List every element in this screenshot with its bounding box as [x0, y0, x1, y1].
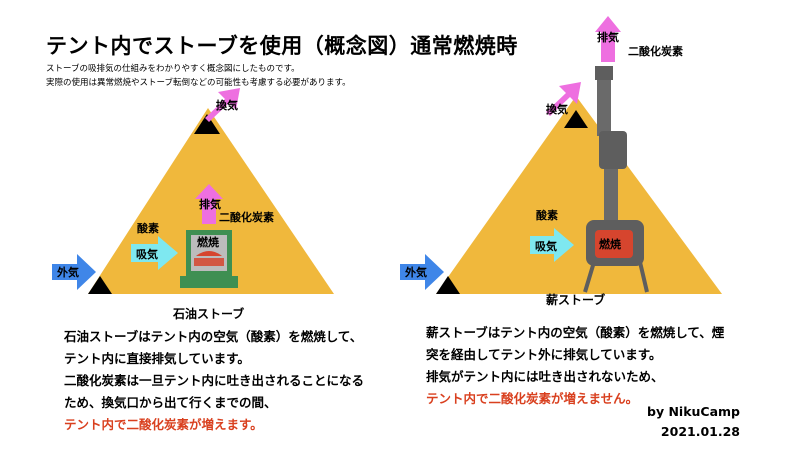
combustion-label: 燃焼	[598, 237, 621, 251]
page-title: テント内でストーブを使用（概念図）通常燃焼時	[46, 34, 518, 58]
co2-label: 二酸化炭素	[628, 44, 683, 58]
note-line: ストーブの吸排気の仕組みをわかりやすく概念図にしたものです。	[46, 64, 300, 74]
description-line: 突を経由してテント外に排気しています。	[426, 347, 662, 362]
description-highlight: テント内で二酸化炭素が増えます。	[64, 417, 263, 432]
exhaust-label: 排気	[597, 30, 619, 44]
ventilation-label: 換気	[216, 98, 238, 112]
ventilation-arrow	[546, 82, 581, 116]
outside-air-arrow	[400, 254, 444, 290]
co2-label: 二酸化炭素	[219, 210, 274, 224]
note-line: 実際の使用は異常燃焼やストーブ転倒などの可能性も考慮する必要があります。	[46, 78, 351, 88]
vent-opening	[564, 110, 588, 128]
left-description: 石油ストーブはテント内の空気（酸素）を燃焼して、 テント内に直接排気しています。…	[64, 326, 364, 436]
left-tent-diagram: 換気 外気 酸素 吸気 燃焼 排気 二酸化炭素	[52, 88, 334, 294]
date-credit: 2021.01.28	[660, 424, 740, 439]
description-highlight: テント内で二酸化炭素が増えません。	[426, 391, 639, 406]
description-line: 石油ストーブはテント内の空気（酸素）を燃焼して、	[64, 329, 363, 344]
intake-opening	[88, 276, 112, 294]
tent-shape	[436, 96, 722, 294]
right-caption: 薪ストーブ	[546, 293, 606, 307]
intake-label: 吸気	[136, 247, 158, 261]
oxygen-label: 酸素	[137, 221, 159, 235]
intake-arrow	[530, 228, 574, 262]
description-line: 二酸化炭素は一旦テント内に吐き出されることになる	[64, 373, 365, 388]
wood-stove-icon	[583, 220, 649, 293]
outside-air-label: 外気	[404, 265, 427, 279]
right-tent-diagram: 換気 外気 酸素 吸気 燃焼 排気 二酸化炭素	[400, 16, 722, 294]
outside-air-label: 外気	[56, 265, 79, 279]
description-line: 薪ストーブはテント内の空気（酸素）を燃焼して、煙	[426, 325, 725, 340]
exhaust-label: 排気	[199, 197, 221, 211]
outside-air-arrow	[52, 254, 96, 290]
intake-arrow	[131, 236, 178, 270]
kerosene-stove-icon	[180, 230, 238, 288]
author-credit: by NikuCamp	[647, 404, 740, 419]
intake-label: 吸気	[535, 239, 557, 253]
left-caption: 石油ストーブ	[173, 307, 245, 321]
ventilation-label: 換気	[546, 102, 568, 116]
intake-opening	[436, 276, 460, 294]
fire-window-icon	[595, 230, 633, 258]
description-line: 排気がテント内には吐き出されないため、	[426, 369, 664, 384]
ventilation-arrow	[205, 88, 240, 122]
description-line: ため、換気口から出て行くまでの間、	[64, 395, 277, 410]
credit: by NikuCamp 2021.01.28	[647, 402, 740, 442]
exhaust-arrow	[195, 184, 223, 224]
oxygen-label: 酸素	[536, 208, 558, 222]
exhaust-arrow	[595, 16, 621, 62]
vent-opening	[194, 114, 220, 134]
combustion-label: 燃焼	[196, 235, 219, 249]
flame-icon	[196, 251, 222, 256]
description-line: テント内に直接排気しています。	[64, 351, 250, 366]
right-description: 薪ストーブはテント内の空気（酸素）を燃焼して、煙 突を経由してテント外に排気して…	[426, 322, 724, 410]
chimney-icon	[595, 66, 627, 221]
